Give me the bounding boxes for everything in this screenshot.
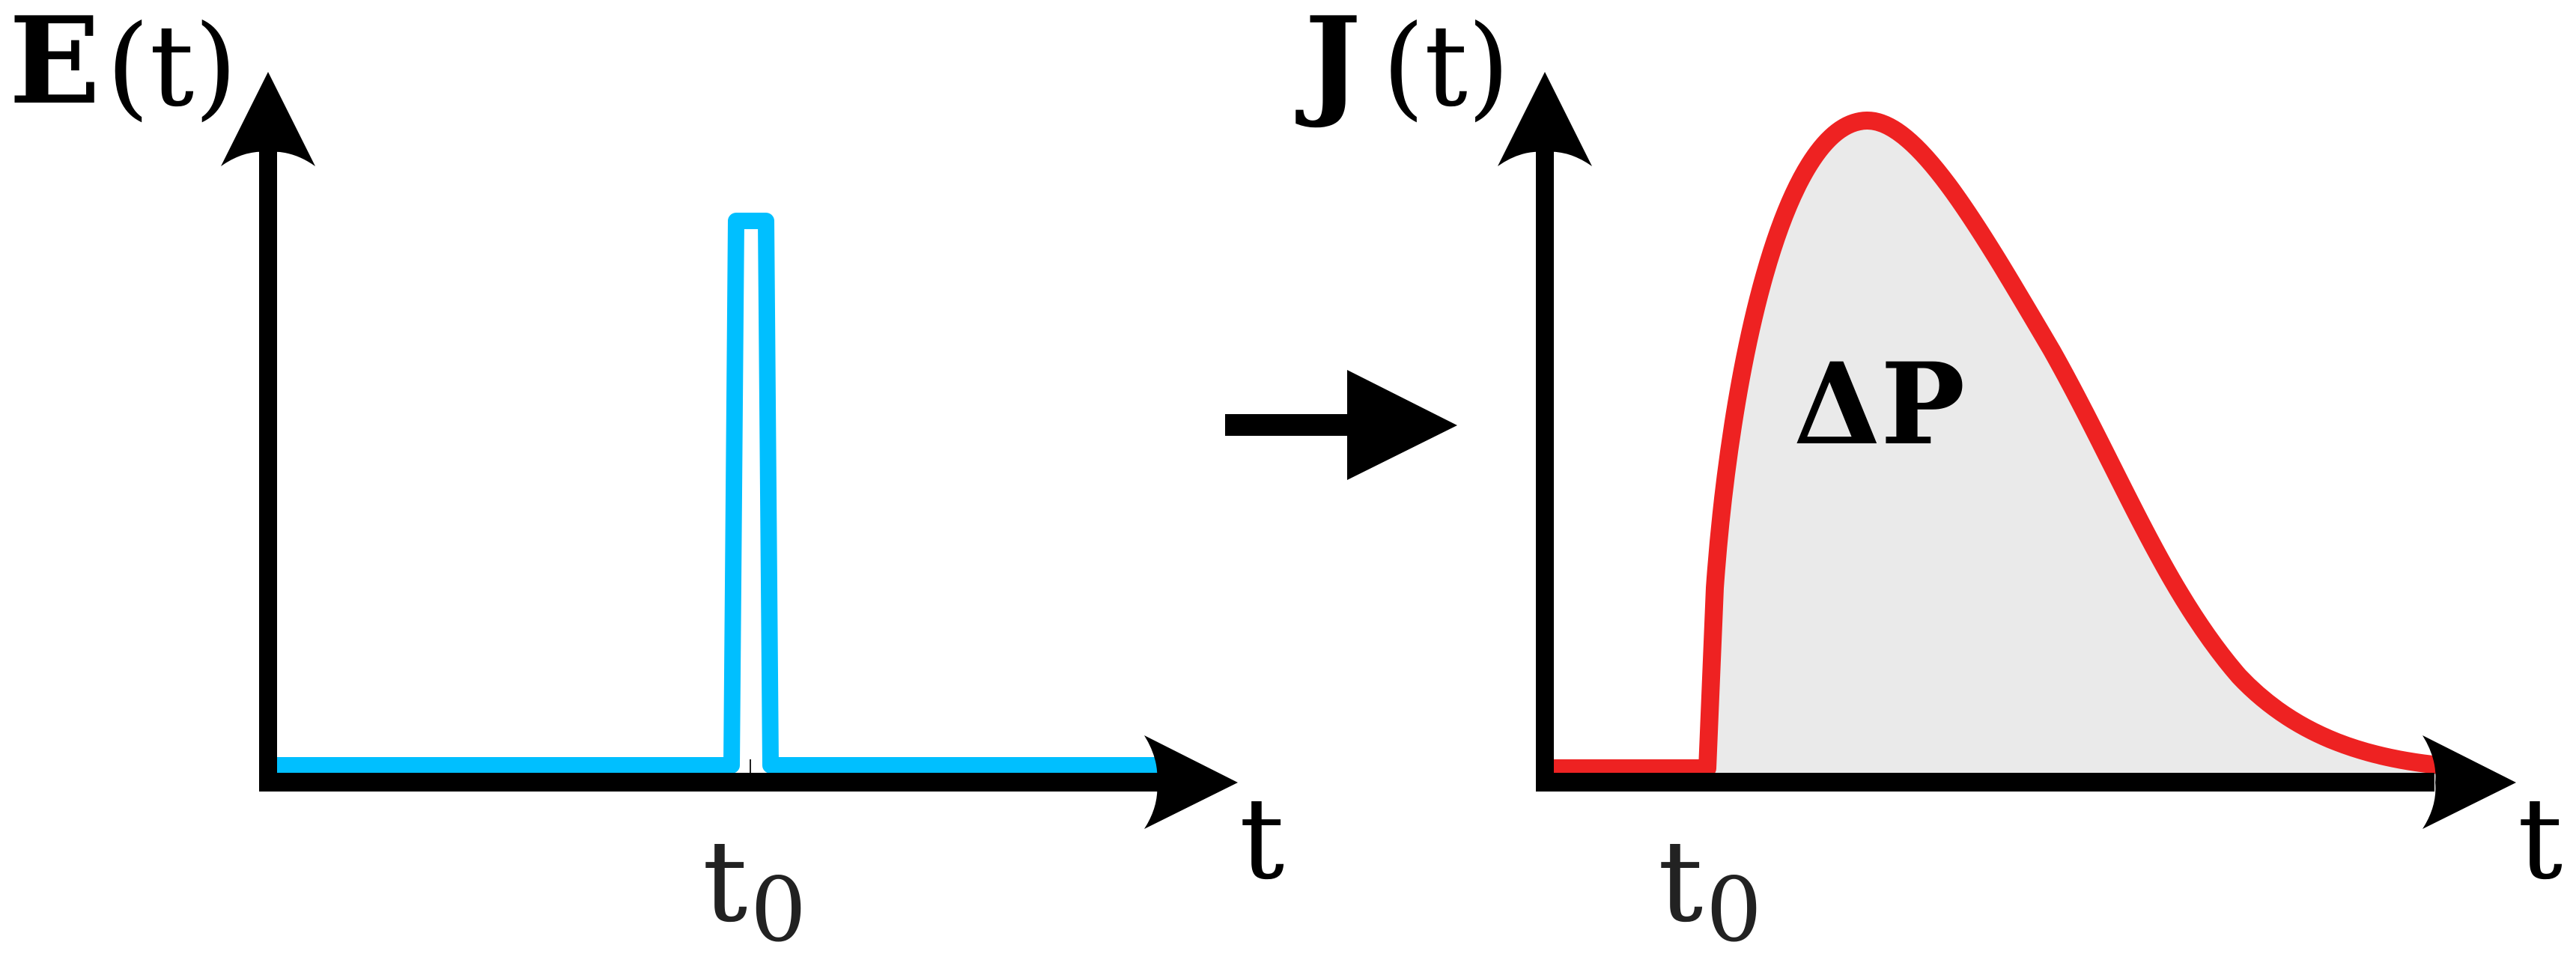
right-t0-main: t [1658, 817, 1703, 947]
transition-arrow-head [1347, 370, 1457, 480]
current-symbol: J [1295, 0, 1361, 131]
transition-arrow-shaft [1225, 414, 1349, 436]
right-t0-subscript: 0 [1706, 858, 1762, 962]
right-x-axis-arrowhead-icon [2422, 735, 2516, 829]
transition-arrow-icon [1225, 370, 1457, 480]
right-y-axis-label: J (t) [1295, 0, 1510, 132]
right-y-axis-line [1536, 150, 1554, 792]
efield-symbol: E [9, 0, 100, 131]
left-y-axis-line [259, 150, 277, 792]
left-x-axis-line [259, 773, 1158, 792]
right-y-axis-arrowhead-icon [1498, 72, 1592, 166]
right-x-axis-line [1536, 773, 2434, 792]
delta-p-shaded-area [1707, 121, 2437, 773]
right-t0-label: t 0 [1658, 817, 1762, 962]
left-x-axis-label: t [1239, 774, 1284, 905]
left-t0-label: t 0 [702, 817, 806, 962]
left-t0-subscript: 0 [750, 858, 806, 962]
right-panel-current: J (t) ΔP t t 0 [1295, 0, 2563, 962]
left-y-axis-arrowhead-icon [221, 72, 315, 166]
current-argument: (t) [1382, 1, 1510, 132]
efield-pulse-curve [277, 213, 1159, 774]
right-x-axis-label: t [2518, 774, 2563, 905]
left-t0-main: t [702, 817, 747, 947]
left-x-axis-arrowhead-icon [1144, 735, 1238, 829]
left-y-axis-label: E (t) [9, 0, 237, 132]
delta-p-label: ΔP [1793, 338, 1965, 470]
left-panel-efield: E (t) t t 0 [9, 0, 1284, 962]
efield-pulse-gap [746, 232, 756, 773]
current-response-curve [1554, 111, 2441, 777]
efield-argument: (t) [106, 1, 237, 132]
